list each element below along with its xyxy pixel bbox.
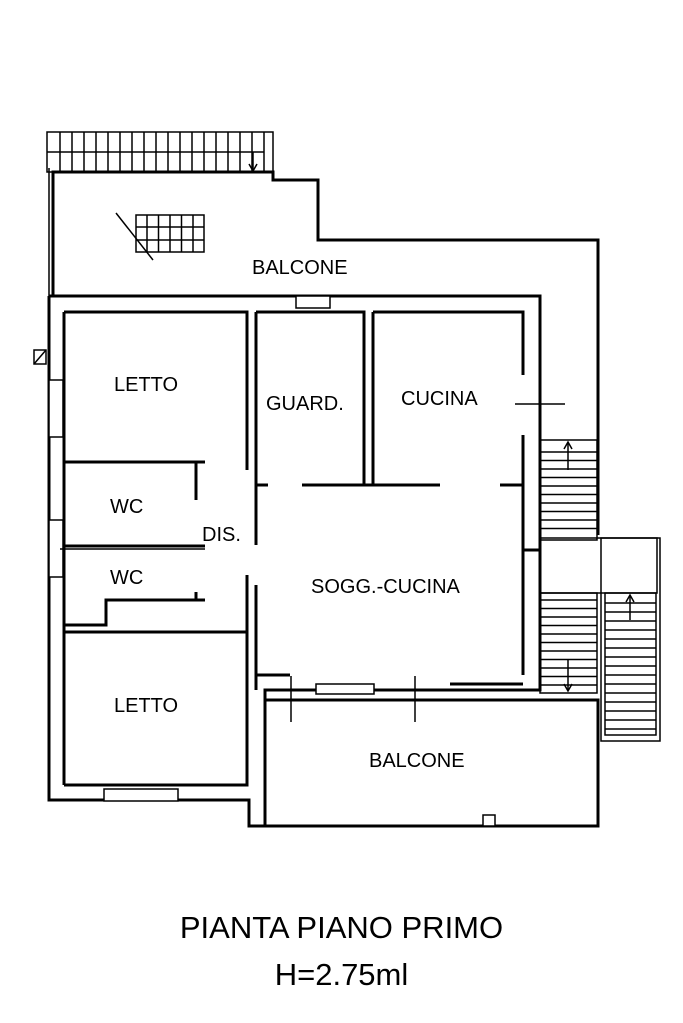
lower-balcony — [265, 698, 600, 828]
label-balcone-bottom: BALCONE — [369, 750, 465, 772]
internal-walls — [60, 310, 565, 787]
label-wc-top: WC — [110, 496, 143, 518]
label-balcone-top: BALCONE — [252, 257, 348, 279]
right-stairs — [539, 439, 661, 742]
building-outline — [33, 294, 542, 828]
label-dis: DIS. — [202, 524, 241, 546]
label-sogg-cucina: SOGG.-CUCINA — [311, 576, 461, 598]
top-stairs — [46, 131, 274, 173]
label-cucina: CUCINA — [401, 388, 478, 410]
outer-balcony-outline — [48, 168, 600, 535]
label-wc-bottom: WC — [110, 567, 143, 589]
plan-title: PIANTA PIANO PRIMO — [179, 910, 504, 945]
label-guard: GUARD. — [266, 393, 344, 415]
label-letto-top: LETTO — [114, 374, 178, 396]
balcony-stair-symbol — [115, 212, 205, 261]
label-letto-bottom: LETTO — [114, 695, 178, 717]
plan-height: H=2.75ml — [274, 957, 409, 992]
